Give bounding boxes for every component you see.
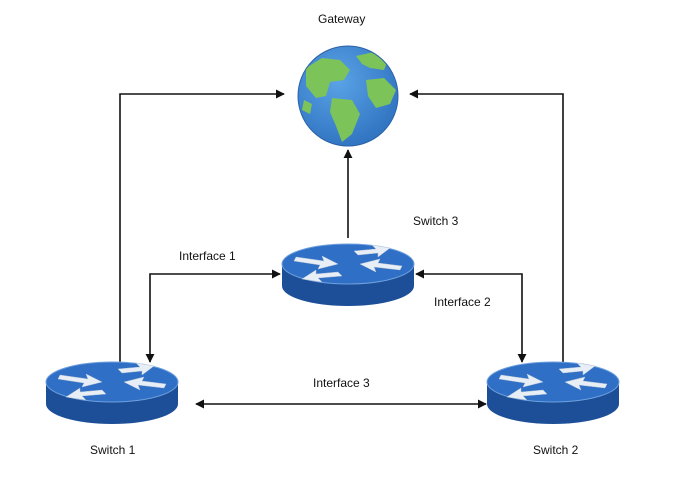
switch3-router-icon xyxy=(281,243,415,307)
interface1-label: Interface 1 xyxy=(179,249,236,263)
gateway-label: Gateway xyxy=(318,12,366,26)
link-switch2-gateway xyxy=(409,89,564,362)
interface2-label: Interface 2 xyxy=(434,295,491,309)
link-switch1-gateway xyxy=(119,89,285,362)
switch1-label: Switch 1 xyxy=(90,443,136,457)
switch3-label: Switch 3 xyxy=(413,214,459,228)
link-interface2 xyxy=(415,269,527,363)
link-interface1 xyxy=(145,269,281,363)
switch2-router-icon xyxy=(486,361,620,425)
switch1-router-icon xyxy=(45,361,179,425)
interface3-label: Interface 3 xyxy=(313,376,370,390)
switch2-label: Switch 2 xyxy=(533,443,579,457)
connectors xyxy=(119,89,564,409)
globe-icon xyxy=(297,45,399,147)
